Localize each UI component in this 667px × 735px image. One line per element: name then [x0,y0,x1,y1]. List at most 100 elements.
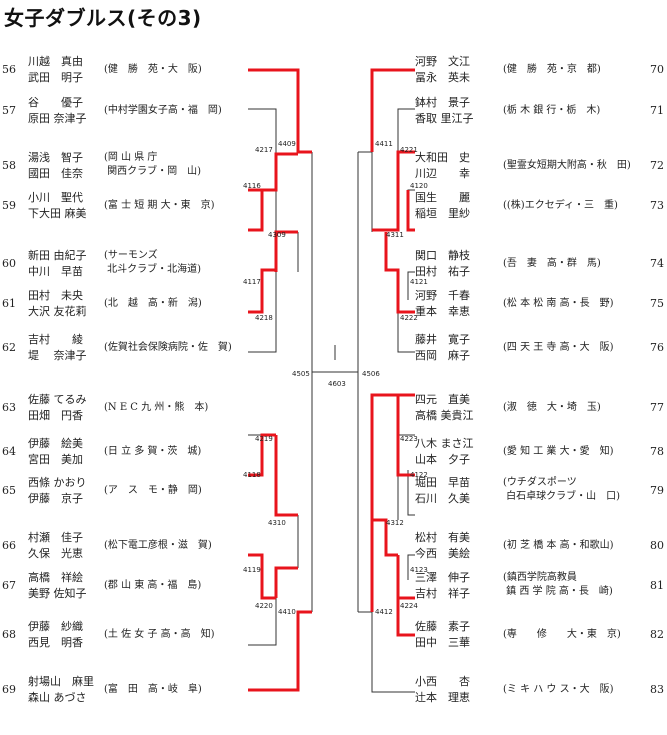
player-1: 関口 静枝 [415,249,470,262]
player-2: 下大田 麻美 [28,207,87,220]
match-label: 4310 [268,519,286,527]
team-affiliation: (N E C 九 州・熊 本) [104,401,244,415]
team-line-1: (松下電工彦根・滋 賀) [104,540,212,551]
team-line-1: (土 佐 女 子 高・高 知) [104,629,215,640]
entry-number: 79 [650,484,664,497]
entry-number: 78 [650,445,664,458]
player-1: 田村 未央 [28,289,83,302]
player-names: 松村 有美今西 美絵 [415,530,501,562]
player-2: 辻本 理恵 [415,691,470,704]
winner-path [274,230,298,272]
bracket-line [248,598,277,646]
team-line-1: ((株)エクセディ・三 重) [503,200,618,211]
match-label: 4411 [375,140,393,148]
entry-number: 64 [2,445,16,458]
player-names: 藤井 寛子西岡 麻子 [415,332,501,364]
team-line-1: (日 立 多 賀・茨 城) [104,446,202,457]
player-2: 國田 佳奈 [28,167,83,180]
entry-number: 68 [2,628,16,641]
match-label: 4309 [268,231,286,239]
player-2: 武田 明子 [28,71,83,84]
player-1: 射場山 麻里 [28,675,94,688]
team-affiliation: (日 立 多 賀・茨 城) [104,445,244,459]
bracket-line [397,308,415,353]
entry-number: 65 [2,484,16,497]
bracket-line [407,271,415,300]
team-line-1: (淑 徳 大・埼 玉) [503,402,601,413]
team-line-1: (鎮西学院高教員 [503,572,577,583]
match-label: 4222 [400,314,418,322]
team-line-1: (岡 山 県 庁 [104,152,158,163]
winner-path [396,598,415,637]
match-label: 4506 [362,370,380,378]
team-affiliation: (土 佐 女 子 高・高 知) [104,628,244,642]
team-affiliation: (栃 木 銀 行・栃 木) [503,104,643,118]
player-2: 石川 久美 [415,492,470,505]
player-2: 西見 明香 [28,636,83,649]
bracket-line [407,470,415,516]
entry-number: 82 [650,628,664,641]
player-2: 吉村 祥子 [415,587,470,600]
team-affiliation: (吾 妻 高・群 馬) [503,257,643,271]
team-line-1: (聖霊女短期大附高・秋 田) [503,160,631,171]
match-label: 4120 [410,182,428,190]
player-1: 佐藤 素子 [415,620,470,633]
entry-number: 61 [2,297,16,310]
entry-number: 59 [2,199,16,212]
team-line-1: (中村学園女子高・福 岡) [104,105,222,116]
winner-path [274,566,298,598]
team-line-2: 関西クラブ・岡 山) [104,166,202,177]
match-label: 4221 [400,146,418,154]
match-label: 4117 [243,278,261,286]
player-2: 森山 あづさ [28,691,87,704]
player-2: 今西 美絵 [415,547,470,560]
team-line-1: (健 勝 苑・大 阪) [104,64,202,75]
team-line-2: 鎮 西 学 院 高・長 崎) [503,586,613,597]
entry-number: 62 [2,341,16,354]
player-1: 三澤 伸子 [415,571,470,584]
player-2: 伊藤 京子 [28,492,83,505]
player-2: 稲垣 里紗 [415,207,470,220]
team-line-1: (栃 木 銀 行・栃 木) [503,105,601,116]
match-label: 4218 [255,314,273,322]
left-entry-59: 59 小川 聖代下大田 麻美 (富 士 短 期 大・東 京) [0,186,667,226]
entry-number: 75 [650,297,664,310]
team-affiliation: (愛 知 工 業 大・愛 知) [503,445,643,459]
entry-number: 74 [650,257,664,270]
player-2: 久保 光恵 [28,547,83,560]
player-1: 川越 真由 [28,55,83,68]
winner-path [396,555,415,600]
team-line-1: (ミ キ ハ ウ ス・大 阪) [503,684,614,695]
entry-number: 63 [2,401,16,414]
winner-path [248,268,276,314]
player-1: 小西 杏 [415,675,470,688]
winner-path [396,395,415,477]
team-line-1: (健 勝 苑・京 都) [503,64,601,75]
player-names: 関口 静枝田村 祐子 [415,248,501,280]
team-affiliation: (松 本 松 南 高・長 野) [503,297,643,311]
entry-number: 58 [2,159,16,172]
team-affiliation: (松下電工彦根・滋 賀) [104,539,244,553]
player-1: 谷 優子 [28,96,83,109]
player-2: 冨永 英未 [415,71,470,84]
player-names: 小川 聖代下大田 麻美 [28,190,100,222]
player-1: 国生 麗 [415,191,470,204]
winner-path [406,190,415,232]
player-1: 松村 有美 [415,531,470,544]
player-2: 西岡 麻子 [415,349,470,362]
entry-number: 70 [650,63,664,76]
match-label: 4505 [292,370,310,378]
player-1: 高橋 祥絵 [28,571,83,584]
team-affiliation: (富 士 短 期 大・東 京) [104,199,244,213]
player-names: 湯浅 智子國田 佳奈 [28,150,100,182]
